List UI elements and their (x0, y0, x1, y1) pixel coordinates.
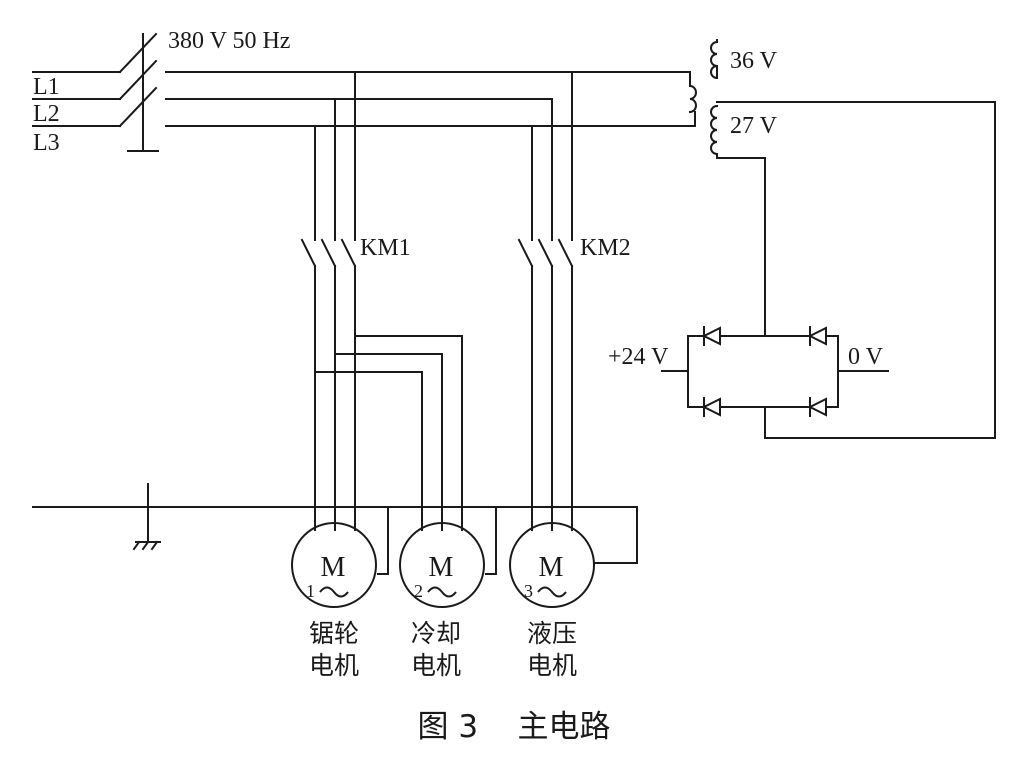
km2-branch-wires (531, 71, 573, 531)
motor-3-ac-icon (537, 586, 567, 598)
dc-positive-label: +24 V (608, 344, 669, 370)
diode-top-right (807, 326, 827, 346)
motor-3: M 3 (509, 522, 595, 608)
supply-spec-label: 380 V 50 Hz (168, 28, 290, 54)
transformer-27v-label: 27 V (730, 113, 778, 139)
transformer-36v-label: 36 V (730, 48, 778, 74)
phase-l2-label: L2 (33, 101, 60, 127)
km1-branch-wires (314, 71, 356, 531)
diode-bottom-left (701, 397, 721, 417)
motor-2-number: 2 (414, 581, 423, 601)
diode-top-left (701, 326, 721, 346)
motor-3-number: 3 (524, 581, 533, 601)
motor-1-ac-icon (319, 586, 349, 598)
motor-3-name-line2: 电机 (527, 651, 577, 680)
phase-l3-label: L3 (33, 130, 60, 156)
motor-1-number: 1 (306, 581, 315, 601)
motor-2-symbol: M (429, 552, 454, 583)
motor-3-symbol: M (539, 552, 564, 583)
dc-zero-label: 0 V (848, 344, 884, 370)
motor-1-name-line1: 锯轮 (309, 619, 359, 648)
main-breaker (32, 32, 159, 152)
ground-bus (32, 483, 638, 575)
motor-2-name-line2: 电机 (411, 651, 461, 680)
transformer (688, 39, 996, 159)
km2-contacts (517, 238, 574, 268)
km2-label: KM2 (580, 235, 631, 261)
motor-2: M 2 (399, 522, 485, 608)
motor-1-symbol: M (321, 552, 346, 583)
km1-label: KM1 (360, 235, 411, 261)
motor-2-ac-icon (427, 586, 457, 598)
diode-bottom-right (807, 397, 827, 417)
motor-1: M 1 (291, 522, 377, 608)
phase-l1-label: L1 (33, 74, 60, 100)
km1-contacts (300, 238, 357, 268)
coolant-motor-feed (314, 335, 463, 531)
motor-2-name-line1: 冷却 (411, 619, 461, 648)
motor-1-name-line2: 电机 (309, 651, 359, 680)
figure-caption: 图 3 主电路 (418, 709, 611, 745)
motor-3-name-line1: 液压 (527, 619, 577, 648)
bus-lines (165, 71, 696, 127)
